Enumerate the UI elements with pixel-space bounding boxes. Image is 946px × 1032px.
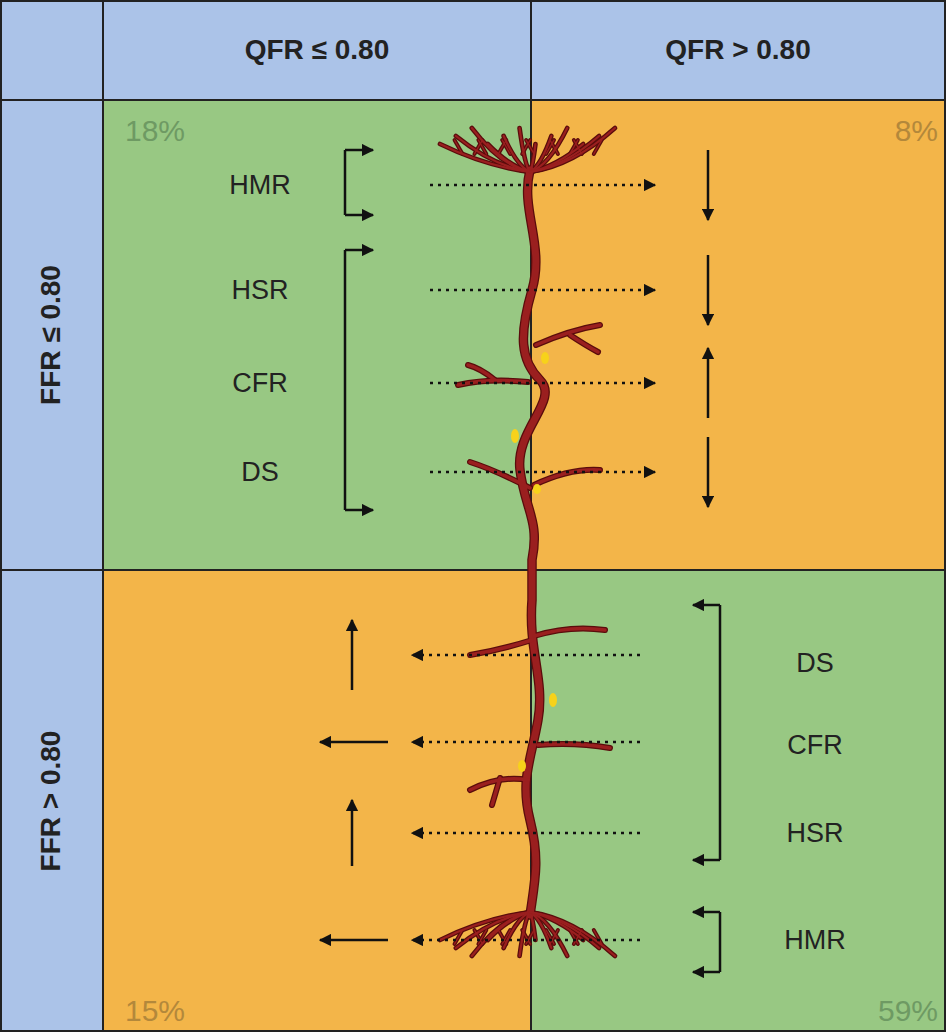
bracket-arrows bbox=[345, 150, 720, 972]
percentage-label: 18% bbox=[125, 114, 185, 148]
column-header: QFR > 0.80 bbox=[531, 0, 946, 100]
text-slot: HMR bbox=[229, 170, 291, 201]
row-header: FFR > 0.80 bbox=[0, 570, 103, 1032]
index-label: HMR bbox=[784, 925, 846, 956]
index-label: HSR bbox=[786, 818, 843, 849]
quadrant-cell: 18% HMR HSR CFR DS bbox=[103, 100, 531, 570]
change-arrows bbox=[320, 150, 708, 940]
header-ground bbox=[0, 0, 946, 100]
header-text: FFR > 0.80 bbox=[35, 731, 67, 872]
quadrant-ground bbox=[531, 570, 946, 1032]
percentage-label: 8% bbox=[895, 114, 938, 148]
header-text: FFR ≤ 0.80 bbox=[35, 265, 67, 405]
quadrant-ground bbox=[531, 100, 946, 570]
quadrant-cell: 8% bbox=[531, 100, 946, 570]
text-slot: HSR bbox=[231, 275, 288, 306]
brackets bbox=[345, 150, 720, 972]
text-slot: 8% bbox=[895, 114, 938, 148]
row-header: FFR ≤ 0.80 bbox=[0, 100, 103, 570]
index-label: CFR bbox=[232, 368, 288, 399]
index-label: CFR bbox=[787, 730, 843, 761]
text-slot: CFR bbox=[787, 730, 843, 761]
plaque-dots bbox=[511, 352, 557, 772]
quadrant-cell: 15% bbox=[103, 570, 531, 1032]
text-slot: QFR ≤ 0.80 bbox=[245, 34, 390, 66]
header-text: QFR ≤ 0.80 bbox=[245, 34, 390, 66]
percentage-label: 59% bbox=[878, 994, 938, 1028]
text-slot: CFR bbox=[232, 368, 288, 399]
text-slot: HSR bbox=[786, 818, 843, 849]
text-slot: 59% bbox=[878, 994, 938, 1028]
text-slot: 15% bbox=[125, 994, 185, 1028]
index-label: HMR bbox=[229, 170, 291, 201]
index-label: DS bbox=[796, 648, 834, 679]
text-slot: 18% bbox=[125, 114, 185, 148]
percentage-label: 15% bbox=[125, 994, 185, 1028]
text-slot: QFR > 0.80 bbox=[665, 34, 811, 66]
text-slot: DS bbox=[796, 648, 834, 679]
dotted-arrows bbox=[412, 185, 655, 940]
text-slot: DS bbox=[241, 457, 279, 488]
header-text: QFR > 0.80 bbox=[665, 34, 811, 66]
text-slot: FFR ≤ 0.80 bbox=[35, 265, 67, 405]
text-slot: FFR > 0.80 bbox=[35, 731, 67, 872]
quadrant-ground bbox=[103, 100, 531, 570]
header-ground bbox=[0, 100, 103, 1032]
index-label: HSR bbox=[231, 275, 288, 306]
text-slot: HMR bbox=[784, 925, 846, 956]
column-header: QFR ≤ 0.80 bbox=[103, 0, 531, 100]
quadrant-ground bbox=[103, 570, 531, 1032]
quadrant-cell: 59% DS CFR HSR HMR bbox=[531, 570, 946, 1032]
index-label: DS bbox=[241, 457, 279, 488]
